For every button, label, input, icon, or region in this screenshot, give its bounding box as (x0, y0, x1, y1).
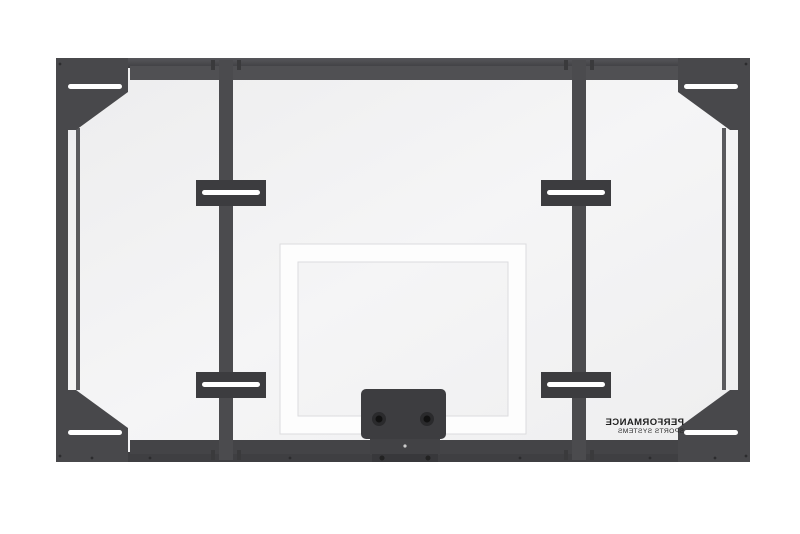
mounting-plate-upper-left (196, 180, 266, 206)
mounting-plate-lower-right (541, 372, 611, 398)
logo-text-line2: SPORTS SYSTEMS (617, 428, 684, 435)
performance-logo: PERFORMANCE SPORTS SYSTEMS (600, 417, 684, 438)
vertical-strut-left (211, 60, 241, 460)
rim-mount-plate (361, 389, 446, 462)
mounting-plate-upper-right (541, 180, 611, 206)
vertical-strut-right (564, 60, 594, 460)
mounting-plate-lower-left (196, 372, 266, 398)
logo-text-line1: PERFORMANCE (605, 417, 684, 428)
corner-bracket-top-left (56, 58, 128, 130)
frame-bolts (58, 62, 748, 460)
corner-bracket-top-right (678, 58, 750, 130)
corner-bracket-bottom-left (56, 390, 128, 462)
corner-bracket-bottom-right (678, 390, 750, 462)
